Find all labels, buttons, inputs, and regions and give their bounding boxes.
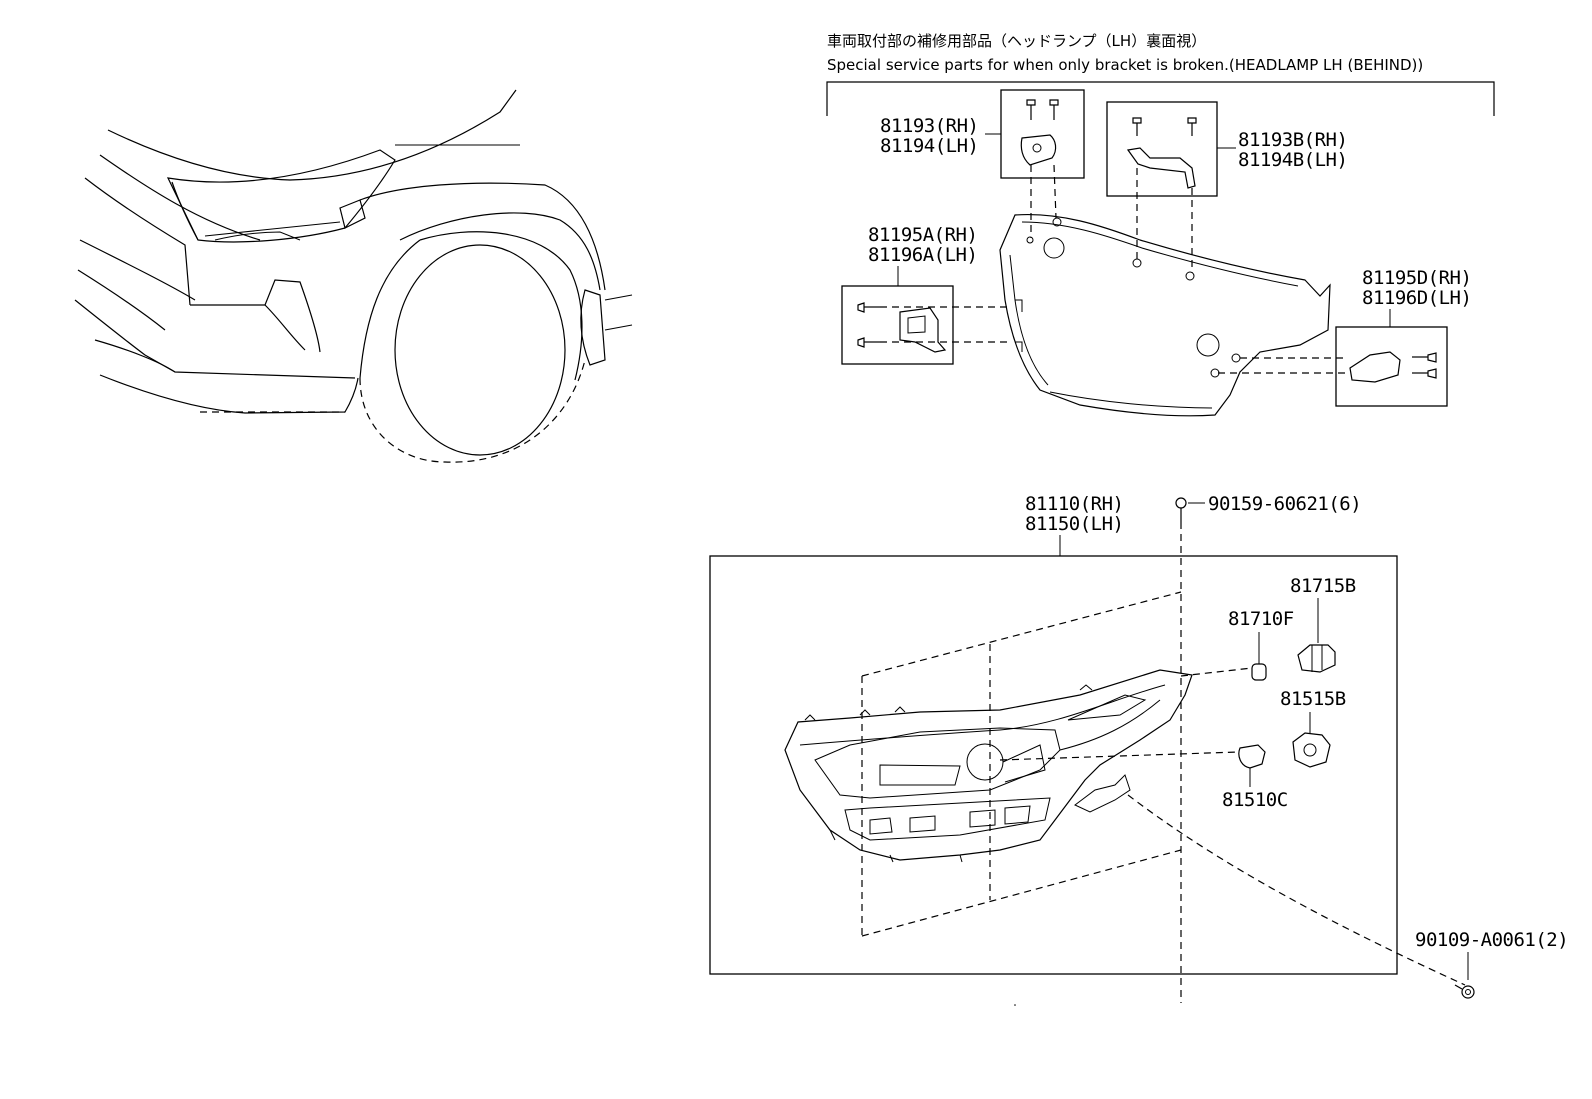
label-81196d: 81196D(LH): [1362, 287, 1471, 309]
headlamp-assembly-drawing: [784, 669, 1193, 863]
label-81195a: 81195A(RH): [868, 224, 977, 246]
label-81194b: 81194B(LH): [1238, 149, 1347, 171]
headlamp-back-view: [999, 213, 1331, 417]
bracket-81195a-icon: [899, 307, 947, 353]
bracket-box-81195d: [1335, 326, 1448, 407]
screw-icon: [1454, 984, 1475, 999]
socket-icon: [1297, 644, 1336, 673]
japanese-title: 車両取付部の補修用部品（ヘッドランプ（LH）裏面視）: [827, 32, 1206, 50]
bracket-81193b-icon: [1126, 147, 1196, 189]
label-81150: 81150(LH): [1025, 513, 1123, 535]
socket-icon: [1292, 732, 1331, 768]
screw-icon: [1412, 352, 1437, 379]
label-81195d: 81195D(RH): [1362, 267, 1471, 289]
label-81193b: 81193B(RH): [1238, 129, 1347, 151]
headlamp-assembly-box: [709, 555, 1398, 975]
english-title: Special service parts for when only brac…: [827, 56, 1423, 74]
bracket-81195d-icon: [1349, 351, 1401, 383]
bulb-icon: [1251, 663, 1267, 681]
screw-icon: [857, 302, 880, 348]
bulb-icon: [1238, 744, 1266, 769]
label-81710f: 81710F: [1228, 608, 1294, 630]
label-81194: 81194(LH): [880, 135, 978, 157]
projection-outline: [861, 591, 1182, 937]
label-90159: 90159-60621(6): [1208, 493, 1361, 515]
screw-icon: [1132, 117, 1197, 136]
label-81510c: 81510C: [1222, 789, 1288, 811]
bracket-box-81193b: [1106, 101, 1218, 197]
group-bracket-line: [826, 81, 1495, 116]
label-81196a: 81196A(LH): [868, 244, 977, 266]
screw-icon: [1175, 497, 1187, 522]
vehicle-front-illustration: [74, 89, 633, 463]
label-81193: 81193(RH): [880, 115, 978, 137]
screw-icon: [1026, 99, 1059, 120]
label-81515b: 81515B: [1280, 688, 1346, 710]
label-90109: 90109-A0061(2): [1415, 929, 1568, 951]
bracket-81193-icon: [1020, 134, 1057, 166]
bracket-box-81193: [1000, 89, 1085, 179]
label-81715b: 81715B: [1290, 575, 1356, 597]
label-81110: 81110(RH): [1025, 493, 1123, 515]
